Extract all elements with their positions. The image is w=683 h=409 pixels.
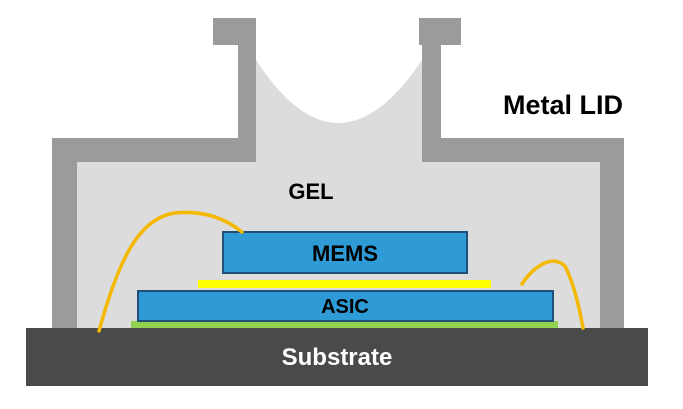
bond-wire-right [520,259,585,330]
mems-die-attach [198,280,491,288]
asic-label: ASIC [321,296,369,318]
bond-wire-left [97,210,244,333]
metal-lid-label: Metal LID [503,90,623,120]
substrate-label: Substrate [282,344,393,371]
asic-die [137,290,554,322]
gel-fill [77,60,600,328]
gel-label: GEL [288,179,333,204]
substrate [26,328,648,386]
asic-die-attach [131,321,558,328]
mems-die [222,231,468,274]
mems-label: MEMS [312,241,378,266]
